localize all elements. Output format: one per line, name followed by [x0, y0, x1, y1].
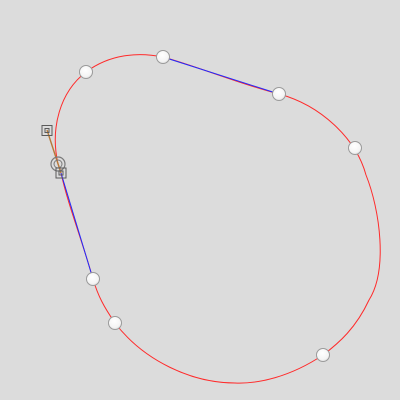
- selected-anchor-outer-ring: [50, 156, 66, 172]
- anchor-point[interactable]: [108, 316, 122, 330]
- selected-handle-top[interactable]: [41, 125, 53, 136]
- handle-square-inner: [58, 170, 64, 176]
- anchor-point[interactable]: [156, 50, 170, 64]
- anchor-point[interactable]: [79, 65, 93, 79]
- tangent-handle-line-top: [162, 56, 280, 95]
- anchor-point[interactable]: [316, 348, 330, 362]
- handle-square-inner: [44, 128, 50, 133]
- handle-square: [55, 167, 67, 179]
- selected-handle-bottom[interactable]: [55, 167, 67, 179]
- active-handle-line: [46, 129, 62, 174]
- tangent-handle-line-left: [60, 172, 94, 280]
- anchor-point[interactable]: [272, 87, 286, 101]
- anchor-point[interactable]: [348, 141, 362, 155]
- anchor-point[interactable]: [86, 272, 100, 286]
- handle-square: [41, 125, 53, 136]
